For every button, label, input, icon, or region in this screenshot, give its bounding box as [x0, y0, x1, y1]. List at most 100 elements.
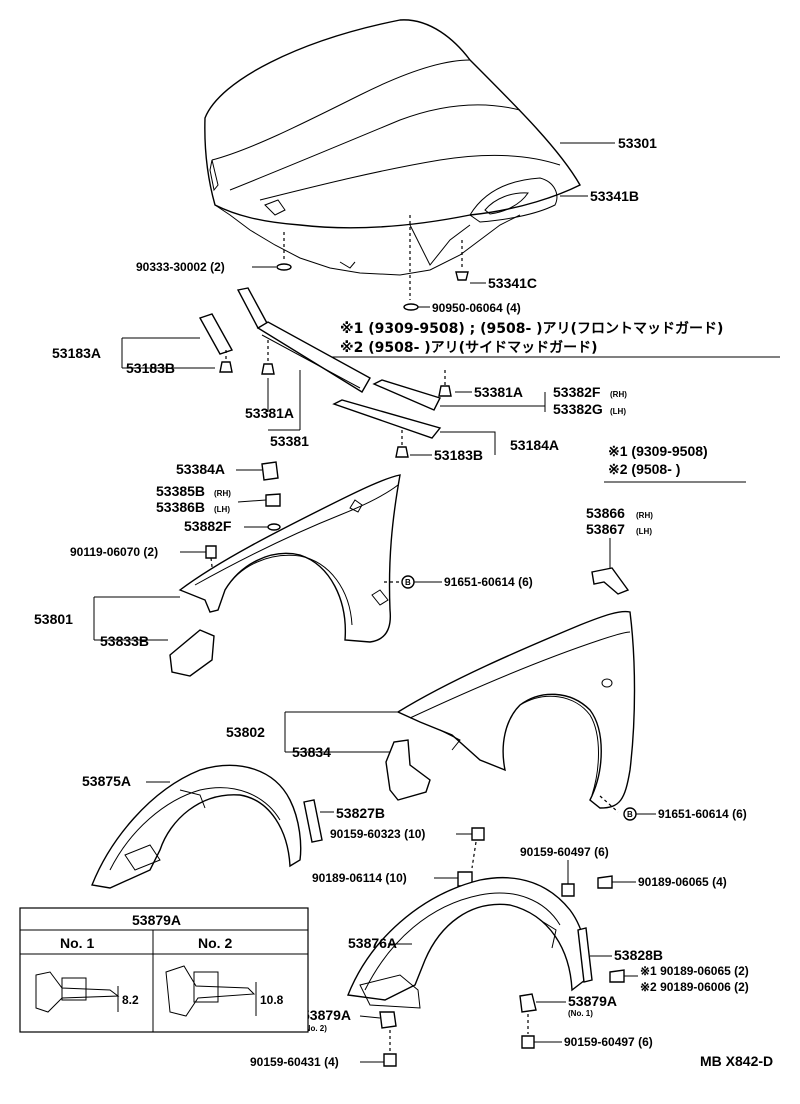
label-53875a: 53875A — [82, 773, 131, 789]
screw-90159-60497-1 — [561, 883, 575, 897]
label-90950: 90950-06064 (4) — [432, 301, 521, 315]
cushion-90950 — [403, 303, 419, 311]
clip-53879a-1 — [519, 993, 537, 1013]
bracket-53802 — [284, 711, 398, 753]
bolt-90119 — [205, 545, 217, 559]
fender-liner-53875a — [91, 764, 302, 889]
label-90159-60497-1: 90159-60497 (6) — [520, 845, 609, 859]
label-53385b: 53385B — [156, 483, 205, 499]
part-53384a — [261, 461, 279, 481]
bracket-53866 — [591, 567, 630, 595]
clip-53183b-2 — [395, 446, 409, 458]
label-53833b: 53833B — [100, 633, 149, 649]
bracket-53834 — [385, 739, 431, 801]
label-53381: 53381 — [270, 433, 309, 449]
inset-dim-2: 10.8 — [260, 993, 284, 1007]
inset-col-1: No. 1 — [60, 935, 94, 951]
diagram-id: MB X842-D — [700, 1053, 773, 1069]
label-no1: (No. 1) — [568, 1009, 593, 1018]
label-90159-60431: 90159-60431 (4) — [250, 1055, 339, 1069]
label-53382f: 53382F — [553, 384, 601, 400]
front-fender-53801 — [178, 474, 401, 643]
label-91651-2: 91651-60614 (6) — [658, 807, 747, 821]
circle-b-2-text: B — [627, 810, 633, 819]
part-53828b — [577, 927, 593, 983]
label-lh-2: (LH) — [214, 505, 230, 514]
label-53879a-2: 53879A — [302, 1007, 351, 1023]
label-91651-1: 91651-60614 (6) — [444, 575, 533, 589]
legend-2: ※2 (9508- ) — [608, 461, 680, 477]
label-53341c: 53341C — [488, 275, 537, 291]
label-n2-90189: ※2 90189-06006 (2) — [640, 980, 749, 994]
label-53802: 53802 — [226, 724, 265, 740]
nut-90189-noted — [609, 969, 625, 983]
bracket-53382f — [372, 379, 441, 411]
clip-53183b-1 — [219, 361, 233, 373]
label-no2: (No. 2) — [302, 1024, 327, 1033]
clip-inset-table: 53879A No. 1 No. 2 8.2 10.8 — [19, 907, 309, 1033]
note-2: ※2 (9508- )アリ(サイドマッドガード) — [340, 340, 597, 356]
label-53386b: 53386B — [156, 499, 205, 515]
seal-53183a — [198, 313, 234, 355]
label-90189-06065: 90189-06065 (4) — [638, 875, 727, 889]
label-53828b: 53828B — [614, 947, 663, 963]
bracket-53833b — [169, 629, 215, 677]
screw-90159-60497-2 — [521, 1035, 535, 1049]
part-53827b — [303, 799, 323, 843]
hood-panel — [204, 19, 581, 276]
label-90189-06114: 90189-06114 (10) — [312, 871, 407, 885]
support-upper — [236, 287, 270, 329]
label-53183a: 53183A — [52, 345, 101, 361]
label-lh-3: (LH) — [636, 527, 652, 536]
label-n1-90189: ※1 90189-06065 (2) — [640, 964, 749, 978]
label-53183b-2: 53183B — [434, 447, 483, 463]
label-53381a-1: 53381A — [245, 405, 294, 421]
label-53866: 53866 — [586, 505, 625, 521]
label-lh-1: (LH) — [610, 407, 626, 416]
clip-53381a-2 — [438, 385, 452, 397]
label-53879a-1: 53879A — [568, 993, 617, 1009]
bracket-53801 — [93, 596, 180, 641]
label-53183b-1: 53183B — [126, 360, 175, 376]
label-53867: 53867 — [586, 521, 625, 537]
label-53381a-2: 53381A — [474, 384, 523, 400]
label-53184a: 53184A — [510, 437, 559, 453]
legend-1: ※1 (9309-9508) — [608, 443, 708, 459]
hood-cushion-90333 — [276, 263, 292, 271]
label-90159-60323: 90159-60323 (10) — [330, 827, 425, 841]
label-53827b: 53827B — [336, 805, 385, 821]
clip-no2-drawing — [165, 965, 256, 1017]
inset-col-2: No. 2 — [198, 935, 232, 951]
label-53384a: 53384A — [176, 461, 225, 477]
inset-dim-1: 8.2 — [122, 993, 139, 1007]
label-90159-60497-2: 90159-60497 (6) — [564, 1035, 653, 1049]
label-53834: 53834 — [292, 744, 331, 760]
note-1: ※1 (9309-9508) ; (9508- )アリ(フロントマッドガード) — [340, 321, 723, 337]
screw-90159-60431 — [383, 1053, 397, 1067]
clip-53879a-2 — [379, 1011, 397, 1029]
bracket-53381 — [267, 370, 301, 431]
label-53382g: 53382G — [553, 401, 603, 417]
label-53341b: 53341B — [590, 188, 639, 204]
label-90333: 90333-30002 (2) — [136, 260, 225, 274]
part-53385b — [265, 493, 281, 507]
clip-53381a-1 — [261, 363, 275, 375]
label-53301: 53301 — [618, 135, 657, 151]
clip-53341c — [455, 271, 469, 281]
seal-53184a — [332, 399, 442, 439]
nut-90189-06065 — [597, 875, 613, 889]
label-rh-1: (RH) — [610, 390, 627, 399]
label-53882f: 53882F — [184, 518, 232, 534]
bracket-53183a — [121, 337, 215, 369]
label-53876a: 53876A — [348, 935, 397, 951]
front-fender-53802 — [396, 610, 636, 809]
label-90119: 90119-06070 (2) — [70, 545, 158, 559]
label-53801: 53801 — [34, 611, 73, 627]
part-53882f — [267, 523, 281, 531]
label-rh-2: (RH) — [214, 489, 231, 498]
inset-title: 53879A — [132, 912, 181, 928]
circle-b-1-text: B — [405, 578, 411, 587]
label-rh-3: (RH) — [636, 511, 653, 520]
screw-90159-60323 — [471, 827, 485, 841]
